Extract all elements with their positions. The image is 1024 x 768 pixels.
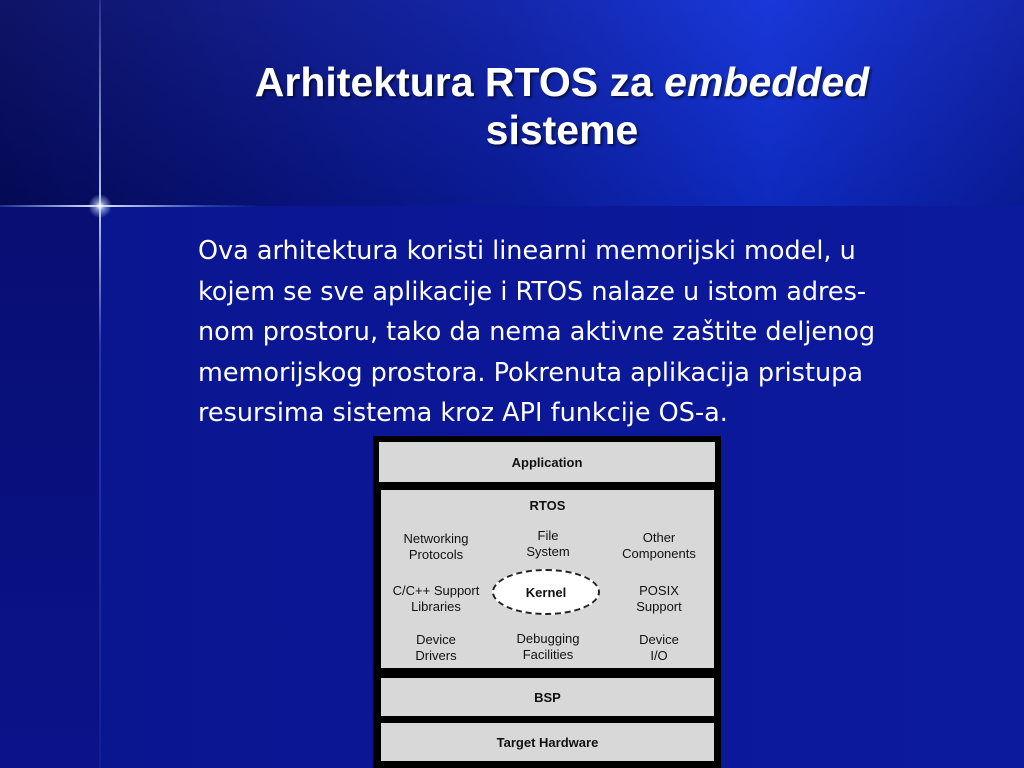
cell-line: I/O — [650, 648, 668, 663]
paragraph-line: resursima sistema kroz API funkcije OS-a… — [198, 398, 728, 428]
cell-line: File — [537, 528, 559, 543]
application-layer: Application — [379, 442, 715, 482]
title-text-part1: Arhitektura RTOS za — [254, 59, 665, 105]
other-components: Other Components — [599, 530, 719, 562]
cell-line: Networking — [403, 531, 469, 546]
file-system: File System — [488, 528, 608, 560]
posix-support: POSIX Support — [599, 583, 719, 615]
networking-protocols: Networking Protocols — [376, 531, 496, 563]
target-hardware-layer: Target Hardware — [381, 723, 714, 761]
debugging-facilities: Debugging Facilities — [488, 631, 608, 663]
cell-line: System — [526, 544, 570, 559]
sparkle-icon — [87, 193, 113, 219]
kernel-ellipse: Kernel — [492, 569, 600, 615]
cell-line: Device — [639, 632, 679, 647]
cell-line: Libraries — [411, 599, 461, 614]
cell-line: C/C++ Support — [392, 583, 480, 598]
paragraph-line: Ova arhitektura koristi linearni memorij… — [198, 236, 856, 266]
rtos-architecture-diagram: Application RTOS Networking Protocols Fi… — [373, 436, 721, 768]
title-emphasis: embedded — [664, 59, 870, 105]
cell-line: Drivers — [415, 648, 457, 663]
cell-line: Support — [636, 599, 682, 614]
paragraph-line: nom prostoru, tako da nema aktivne zašti… — [198, 317, 876, 347]
cell-line: Other — [642, 530, 676, 545]
vertical-accent-line — [99, 0, 101, 768]
paragraph-line: memorijskog prostora. Pokrenuta aplikaci… — [198, 357, 863, 388]
cell-line: Device — [416, 632, 456, 647]
cell-line: Debugging — [516, 631, 580, 646]
cell-line: POSIX — [639, 583, 679, 598]
cell-line: Protocols — [408, 547, 464, 562]
bsp-layer: BSP — [381, 678, 714, 716]
rtos-label: RTOS — [529, 498, 566, 513]
cpp-support-libraries: C/C++ Support Libraries — [376, 583, 496, 615]
paragraph-line: kojem se sve aplikacije i RTOS nalaze u … — [198, 276, 867, 307]
device-io: Device I/O — [599, 632, 719, 664]
header-band — [0, 0, 1024, 206]
title-text-part2: sisteme — [485, 107, 639, 153]
device-drivers: Device Drivers — [376, 632, 496, 664]
horizontal-accent-line — [0, 205, 260, 207]
slide-title: Arhitektura RTOS za embedded sisteme — [100, 58, 1024, 154]
cell-line: Facilities — [522, 647, 574, 662]
cell-line: Components — [622, 546, 696, 561]
body-paragraph: Ova arhitektura koristi linearni memorij… — [198, 231, 1008, 434]
